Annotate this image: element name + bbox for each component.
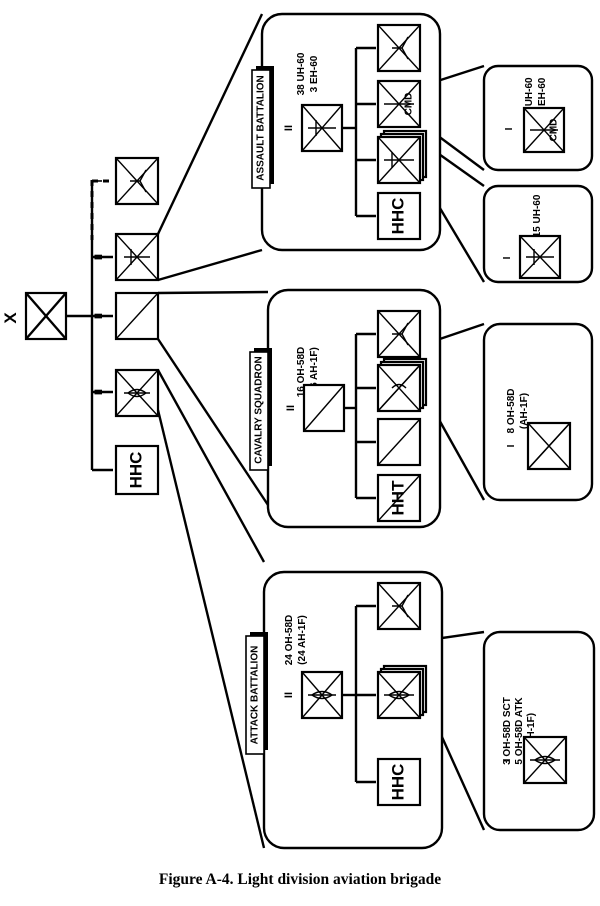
svg-text:I: I: [358, 693, 369, 696]
svg-text:15 UH-60: 15 UH-60: [532, 194, 543, 237]
cavalry-squadron-panel: CAVALRY SQUADRON 16 OH-58D (16 AH-1F) II…: [249, 288, 442, 529]
svg-text:ASSAULT BATTALION: ASSAULT BATTALION: [256, 75, 267, 181]
svg-text:I: I: [358, 102, 369, 105]
svg-text:HHC: HHC: [126, 452, 145, 489]
assault-lift-detail-panel: 15 UH-60 I: [482, 184, 594, 284]
svg-text:8 OH-58D: 8 OH-58D: [506, 388, 517, 433]
svg-text:I: I: [93, 468, 105, 471]
svg-text:II: II: [93, 254, 105, 260]
svg-text:ATTACK BATTALION: ATTACK BATTALION: [250, 646, 261, 745]
svg-text:I: I: [502, 256, 513, 259]
assault-lift-companies-stack: I: [358, 129, 428, 185]
svg-text:II: II: [93, 389, 105, 395]
cavalry-maintenance-unit: I: [358, 309, 422, 359]
svg-text:II: II: [93, 313, 105, 319]
assault-battalion-title: ASSAULT BATTALION: [251, 66, 274, 189]
svg-text:I: I: [358, 604, 369, 607]
svg-text:CMD: CMD: [404, 93, 415, 116]
svg-text:I: I: [358, 780, 369, 783]
svg-text:II: II: [283, 692, 295, 698]
svg-text:(24 AH-1F): (24 AH-1F): [297, 615, 308, 665]
svg-text:II: II: [283, 125, 295, 131]
svg-text:38 UH-60: 38 UH-60: [296, 52, 307, 95]
svg-text:I: I: [358, 440, 369, 443]
svg-text:3 OH-58D SCT: 3 OH-58D SCT: [502, 697, 513, 765]
assault-battalion-panel: ASSAULT BATTALION 38 UH-60 3 EH-60 II I …: [251, 12, 442, 252]
svg-text:HHC: HHC: [388, 198, 407, 235]
svg-text:(AH-1F): (AH-1F): [519, 393, 530, 429]
brigade-cavalry-squadron-unit: II: [93, 291, 160, 341]
svg-text:5 OH-58D ATK: 5 OH-58D ATK: [514, 697, 525, 765]
svg-text:8 UH-60: 8 UH-60: [524, 77, 535, 115]
brigade-maintenance-unit: I: [93, 156, 160, 206]
svg-text:I: I: [358, 158, 369, 161]
svg-text:HHC: HHC: [388, 764, 407, 801]
attack-company-detail-panel: 3 OH-58D SCT 5 OH-58D ATK (AH-1F) I: [482, 630, 596, 832]
svg-text:I: I: [358, 386, 369, 389]
svg-text:I: I: [358, 214, 369, 217]
svg-text:24 OH-58D: 24 OH-58D: [284, 615, 295, 666]
assault-cmd-company-unit: I CMD: [358, 79, 422, 129]
attack-companies-stack: I: [358, 664, 428, 720]
cavalry-ground-troop-unit: I: [358, 417, 422, 467]
svg-text:3 EH-60: 3 EH-60: [309, 55, 320, 92]
assault-cmd-detail-panel: 8 UH-60 3 EH-60 I CMD: [482, 64, 594, 172]
svg-text:3 EH-60: 3 EH-60: [537, 77, 548, 114]
svg-text:I: I: [358, 496, 369, 499]
brigade-headquarters: X: [1, 291, 68, 341]
attack-battalion-panel: ATTACK BATTALION II 24 OH-58D (24 AH-1F)…: [245, 570, 444, 850]
svg-text:II: II: [285, 405, 297, 411]
brigade-attack-battalion-unit: II: [93, 368, 160, 418]
assault-maintenance-unit: I: [358, 23, 422, 73]
cavalry-air-troops-stack: I: [358, 357, 428, 413]
assault-hhc-unit: I HHC: [358, 191, 422, 241]
figure-caption: Figure A-4. Light division aviation brig…: [158, 871, 442, 888]
svg-text:CAVALRY SQUADRON: CAVALRY SQUADRON: [254, 356, 265, 463]
cavalry-squadron-title: CAVALRY SQUADRON: [249, 348, 272, 471]
expansion-lines: [156, 13, 486, 849]
attack-hhc-unit: I HHC: [358, 757, 422, 807]
svg-text:I: I: [93, 179, 105, 182]
brigade-hhc-unit: HHC I: [93, 444, 160, 496]
svg-text:HHT: HHT: [388, 480, 407, 516]
attack-battalion-title: ATTACK BATTALION: [245, 632, 268, 755]
attack-maintenance-unit: I: [358, 581, 422, 631]
svg-text:I: I: [358, 332, 369, 335]
svg-text:I: I: [502, 758, 513, 761]
svg-text:I: I: [504, 127, 515, 130]
cavalry-hht-unit: I HHT: [358, 473, 422, 523]
brigade-assault-battalion-unit: II: [93, 232, 160, 282]
cavalry-troop-detail-panel: 8 OH-58D (AH-1F) I: [482, 322, 594, 502]
svg-text:I: I: [358, 46, 369, 49]
svg-text:CMD: CMD: [549, 119, 560, 142]
svg-text:(AH-1F): (AH-1F): [526, 713, 537, 749]
brigade-echelon: X: [1, 312, 20, 324]
svg-text:(16 AH-1F): (16 AH-1F): [309, 347, 320, 397]
svg-text:16 OH-58D: 16 OH-58D: [296, 347, 307, 398]
svg-text:I: I: [506, 444, 517, 447]
